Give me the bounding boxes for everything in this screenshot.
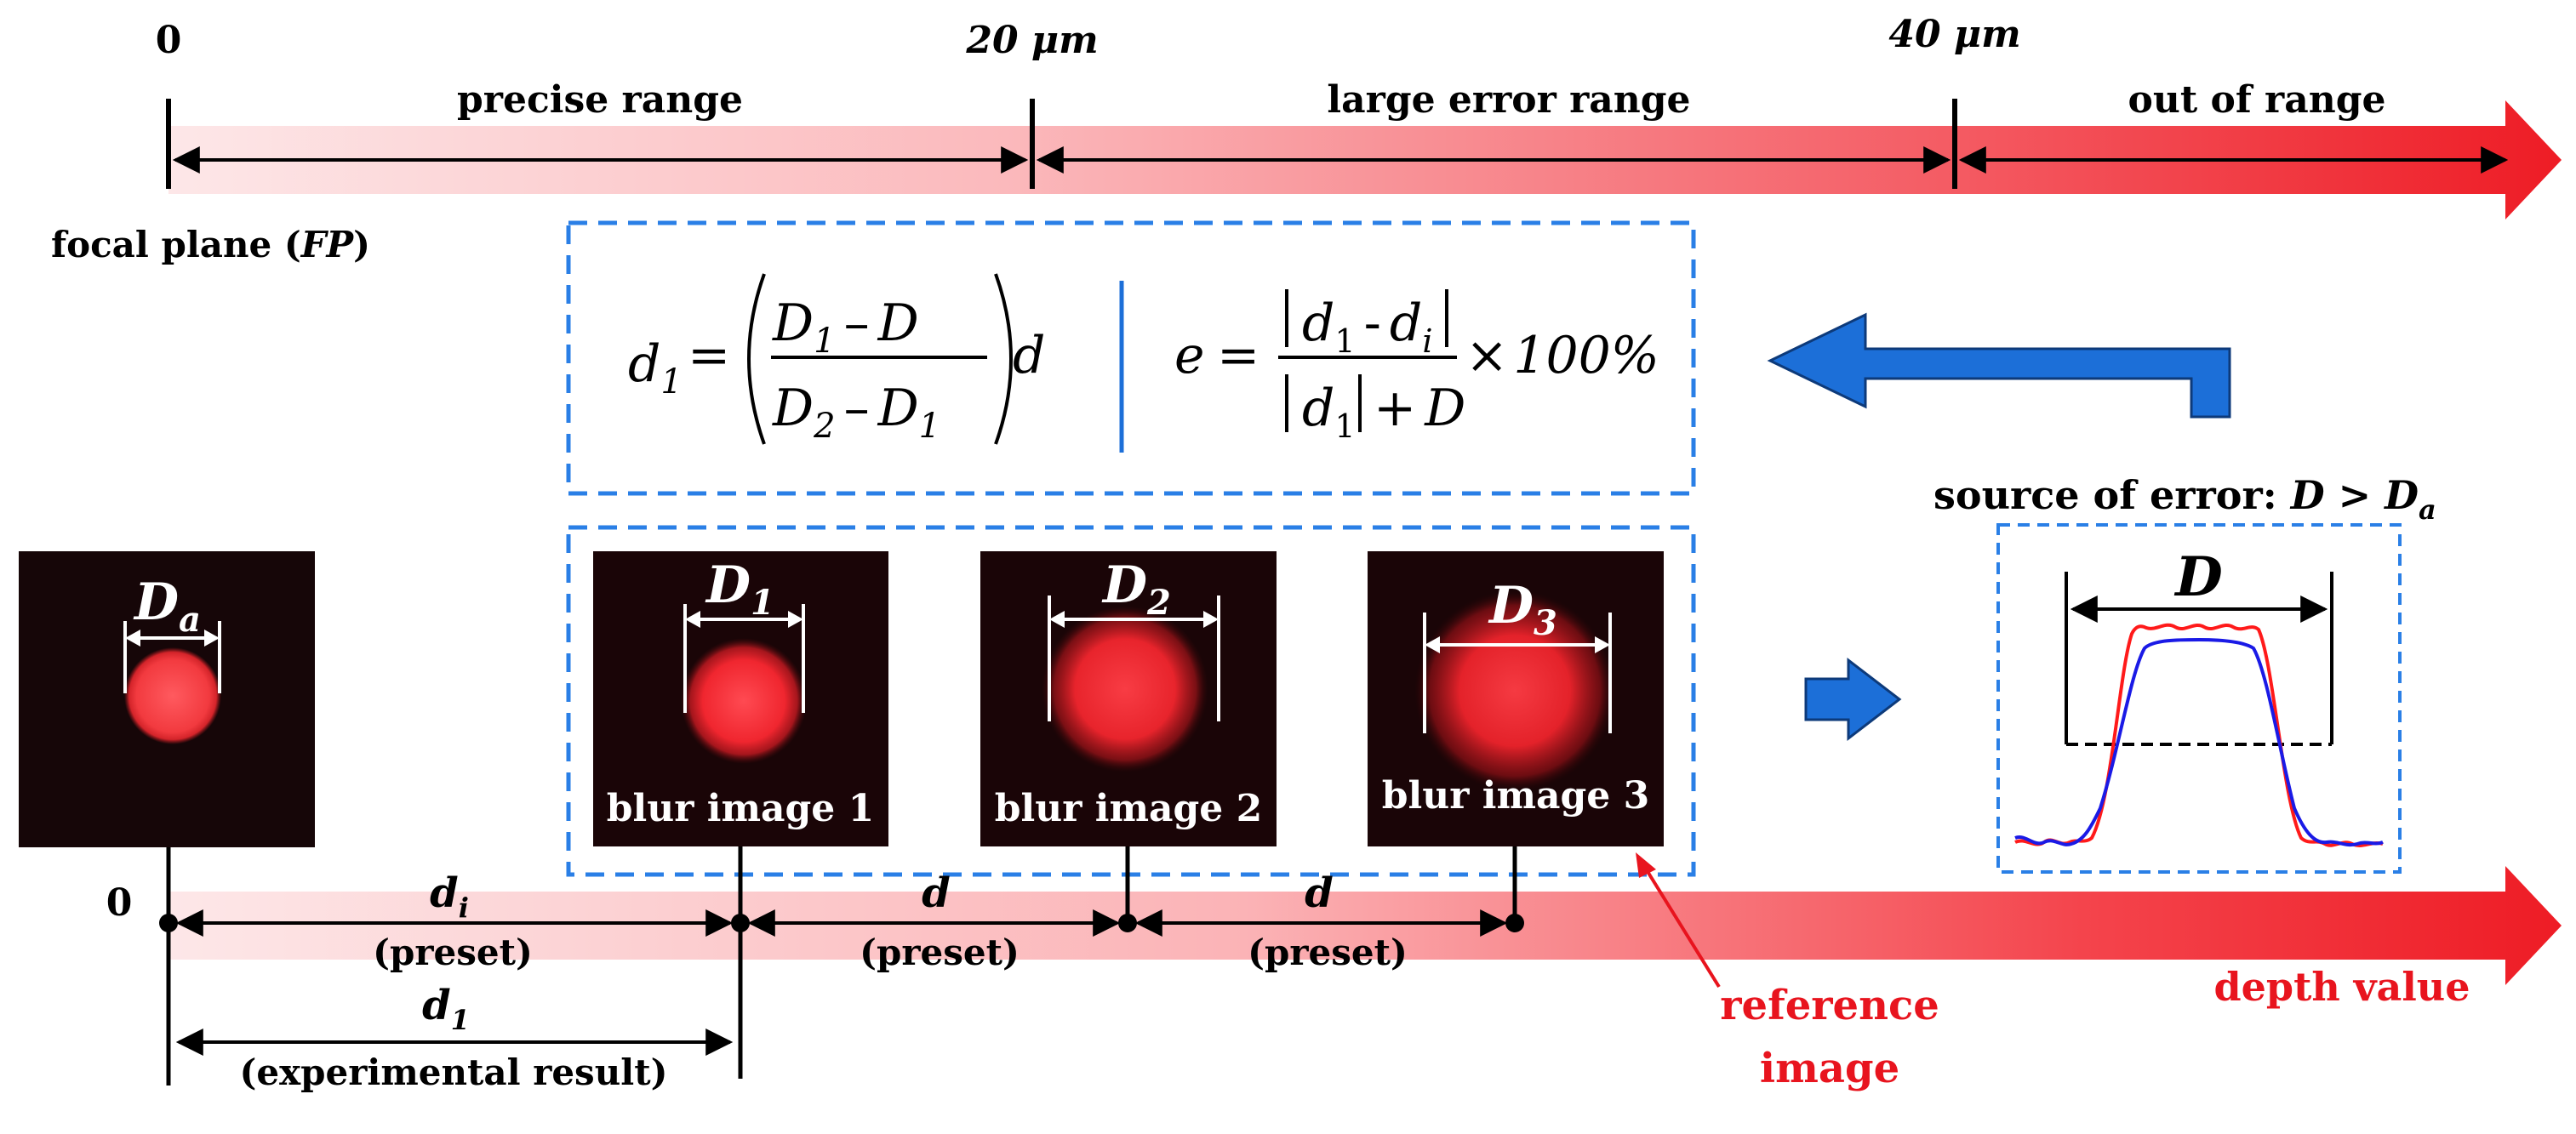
blur-spot-1 xyxy=(681,638,807,764)
blur-image-1: D1 blur image 1 xyxy=(593,551,888,846)
d1-formula: d1 = D1–D D2–D1 d xyxy=(628,273,1045,446)
blur2-diameter-label: D2 xyxy=(1101,556,1171,623)
reference-image-label-1: reference xyxy=(1720,982,1939,1029)
blur-image-3: D3 blur image 3 xyxy=(1368,551,1664,846)
d-step1-note: (preset) xyxy=(860,932,1020,973)
error-source-title: source of error: D > Da xyxy=(1933,472,2436,526)
focal-spot-image: Da xyxy=(19,551,315,847)
svg-text:d1-di: d1-di xyxy=(1302,293,1432,360)
error-source-panel: source of error: D > Da D xyxy=(1933,472,2436,874)
formula-box xyxy=(566,220,1696,496)
bottom-scale: 0 di (preset) d (preset) d (preset) d1 (… xyxy=(106,846,2562,1093)
blur3-diameter-label: D3 xyxy=(1488,576,1557,643)
top-tick-40-value: 40 xyxy=(1888,13,1941,56)
top-tick-40-unit: μm xyxy=(1954,13,2021,56)
svg-text:D2–D1: D2–D1 xyxy=(772,379,940,446)
blur3-dot xyxy=(1505,914,1524,932)
svg-text:×100%: ×100% xyxy=(1465,326,1659,385)
profile-red-curve xyxy=(2014,623,2384,847)
formula-panel: d1 = D1–D D2–D1 d e = d1-di d1 +D ×100% xyxy=(566,220,1696,496)
d-step1-label: d xyxy=(922,869,951,917)
top-tick-label-0: 0 xyxy=(156,19,182,62)
svg-text:D1–D: D1–D xyxy=(772,293,919,361)
blur1-caption: blur image 1 xyxy=(607,787,874,830)
d1-left-paren xyxy=(747,273,766,445)
svg-text:+D: +D xyxy=(1374,379,1465,438)
blur-images-box xyxy=(566,525,1696,877)
precise-range-label: precise range xyxy=(457,78,743,122)
di-note: (preset) xyxy=(373,932,533,973)
top-tick-label-40: 40 μm xyxy=(1888,13,2020,56)
svg-text:e: e xyxy=(1174,326,1205,385)
small-blue-arrow xyxy=(1804,657,1902,742)
blur2-dot xyxy=(1118,914,1137,932)
profile-box xyxy=(1996,523,2402,874)
reference-pointer xyxy=(1642,864,1721,989)
svg-text:d: d xyxy=(1013,326,1045,385)
blur-spot-3 xyxy=(1414,590,1615,791)
d-step2-note: (preset) xyxy=(1248,932,1408,973)
profile-diameter-label: D xyxy=(2173,545,2223,609)
svg-text:=: = xyxy=(688,326,730,385)
bottom-tick-label-0: 0 xyxy=(106,881,133,925)
d1-result-label: d1 xyxy=(422,982,470,1036)
feedback-arrow xyxy=(1767,312,2231,419)
top-scale: 0 20 μm 40 μm precise range large error … xyxy=(51,13,2562,265)
svg-text:=: = xyxy=(1217,326,1259,385)
blur-spot-2 xyxy=(1042,606,1208,772)
top-tick-20-value: 20 xyxy=(965,19,1019,62)
focal-plane-abbr: FP xyxy=(300,224,355,265)
blur1-dot xyxy=(731,914,750,932)
focal-spot xyxy=(124,647,221,744)
blur2-caption: blur image 2 xyxy=(995,787,1262,830)
svg-text:d1: d1 xyxy=(628,334,683,402)
svg-text:d1: d1 xyxy=(1302,379,1356,445)
out-of-range-label: out of range xyxy=(2128,78,2385,122)
blur-image-2: D2 blur image 2 xyxy=(980,551,1277,846)
e-formula: e = d1-di d1 +D ×100% xyxy=(1174,289,1659,445)
reference-pointer-head xyxy=(1636,852,1656,878)
d-step2-label: d xyxy=(1305,869,1334,917)
blur1-diameter-label: D1 xyxy=(705,556,774,623)
reference-image-label-2: image xyxy=(1760,1045,1899,1092)
top-tick-20-unit: μm xyxy=(1031,19,1099,62)
d1-result-note: (experimental result) xyxy=(240,1051,668,1093)
blur3-caption: blur image 3 xyxy=(1382,774,1649,818)
depth-value-label: depth value xyxy=(2213,964,2470,1010)
focal-diameter-label: Da xyxy=(133,573,201,640)
origin-dot xyxy=(159,914,178,932)
profile-blue-curve xyxy=(2014,637,2384,847)
large-error-range-label: large error range xyxy=(1327,78,1690,122)
focal-plane-label: focal plane (FP) xyxy=(51,224,370,265)
d1-right-paren xyxy=(994,273,1013,445)
di-label: di xyxy=(430,869,469,924)
feedback-arrow-shape xyxy=(1767,312,2231,419)
top-tick-label-20: 20 μm xyxy=(965,19,1098,62)
